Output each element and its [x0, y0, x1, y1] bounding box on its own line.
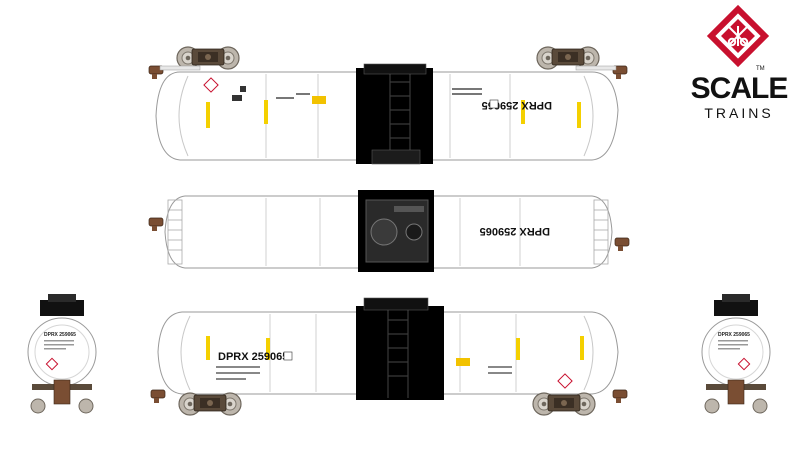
brand-wordmark-trains: TRAINS [704, 105, 774, 121]
right-end-view: DPRX 259065 [701, 294, 771, 414]
top-plan-view: DPRX 259065 [148, 190, 630, 272]
bottom-side-view: DPRX 259065 [150, 297, 628, 415]
top-side-view: DPRX 259065 [148, 47, 628, 165]
brand-wordmark-scale: SCALE [690, 72, 789, 105]
left-end-stencil: DPRX 259065 [44, 332, 76, 338]
plan-reporting-mark: DPRX 259065 [480, 225, 550, 237]
scaletrains-logo-mark [706, 4, 770, 68]
right-end-stencil: DPRX 259065 [718, 332, 750, 338]
top-side-reporting-mark: DPRX 259065 [482, 99, 552, 111]
brand-trademark: TM [756, 66, 765, 72]
bottom-side-reporting-mark: DPRX 259065 [218, 351, 288, 363]
left-end-view: DPRX 259065 [27, 294, 97, 414]
